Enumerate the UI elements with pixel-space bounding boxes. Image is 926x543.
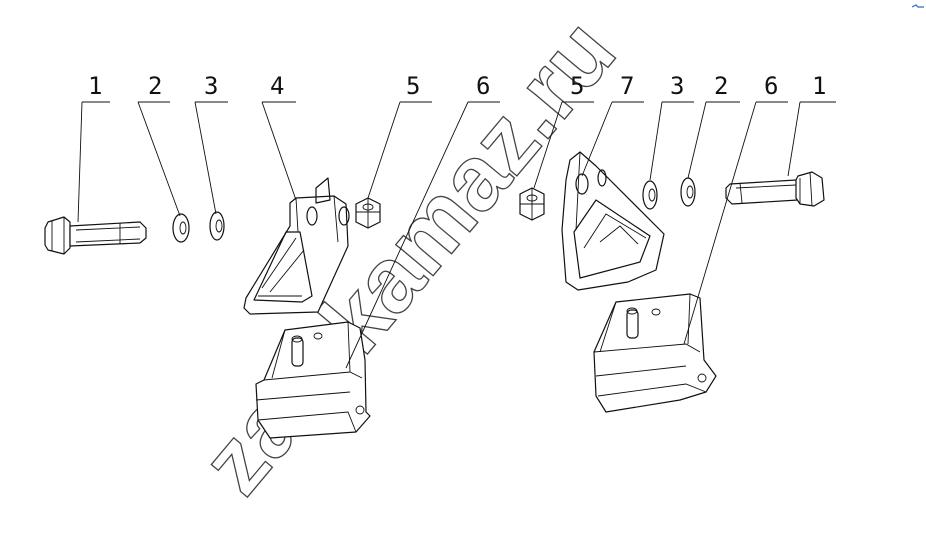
label-left-6: 6 (476, 72, 490, 100)
label-right-3: 3 (670, 72, 684, 100)
corner-mark-icon (911, 4, 924, 8)
label-right-2: 2 (714, 72, 728, 100)
left-lock-washer (209, 211, 225, 241)
right-washer (680, 177, 696, 207)
label-right-5: 5 (570, 72, 584, 100)
right-nut (519, 187, 545, 221)
left-labels: 1 2 3 4 5 6 (88, 72, 490, 100)
left-washer (172, 213, 190, 243)
right-cushion (593, 293, 717, 413)
left-bracket (243, 177, 350, 315)
right-lock-washer (642, 180, 658, 210)
label-left-3: 3 (204, 72, 218, 100)
label-left-4: 4 (270, 72, 284, 100)
label-left-2: 2 (148, 72, 162, 100)
leader-lines (77, 101, 836, 369)
label-right-7: 7 (620, 72, 634, 100)
label-left-1: 1 (88, 72, 102, 100)
label-right-1: 1 (812, 72, 826, 100)
left-bolt (44, 216, 147, 255)
label-left-5: 5 (406, 72, 420, 100)
label-right-6: 6 (764, 72, 778, 100)
right-labels: 5 7 3 2 6 1 (570, 72, 826, 100)
left-cushion (255, 321, 371, 439)
left-nut (355, 197, 381, 229)
right-bolt (725, 171, 825, 207)
right-bracket (561, 151, 665, 291)
